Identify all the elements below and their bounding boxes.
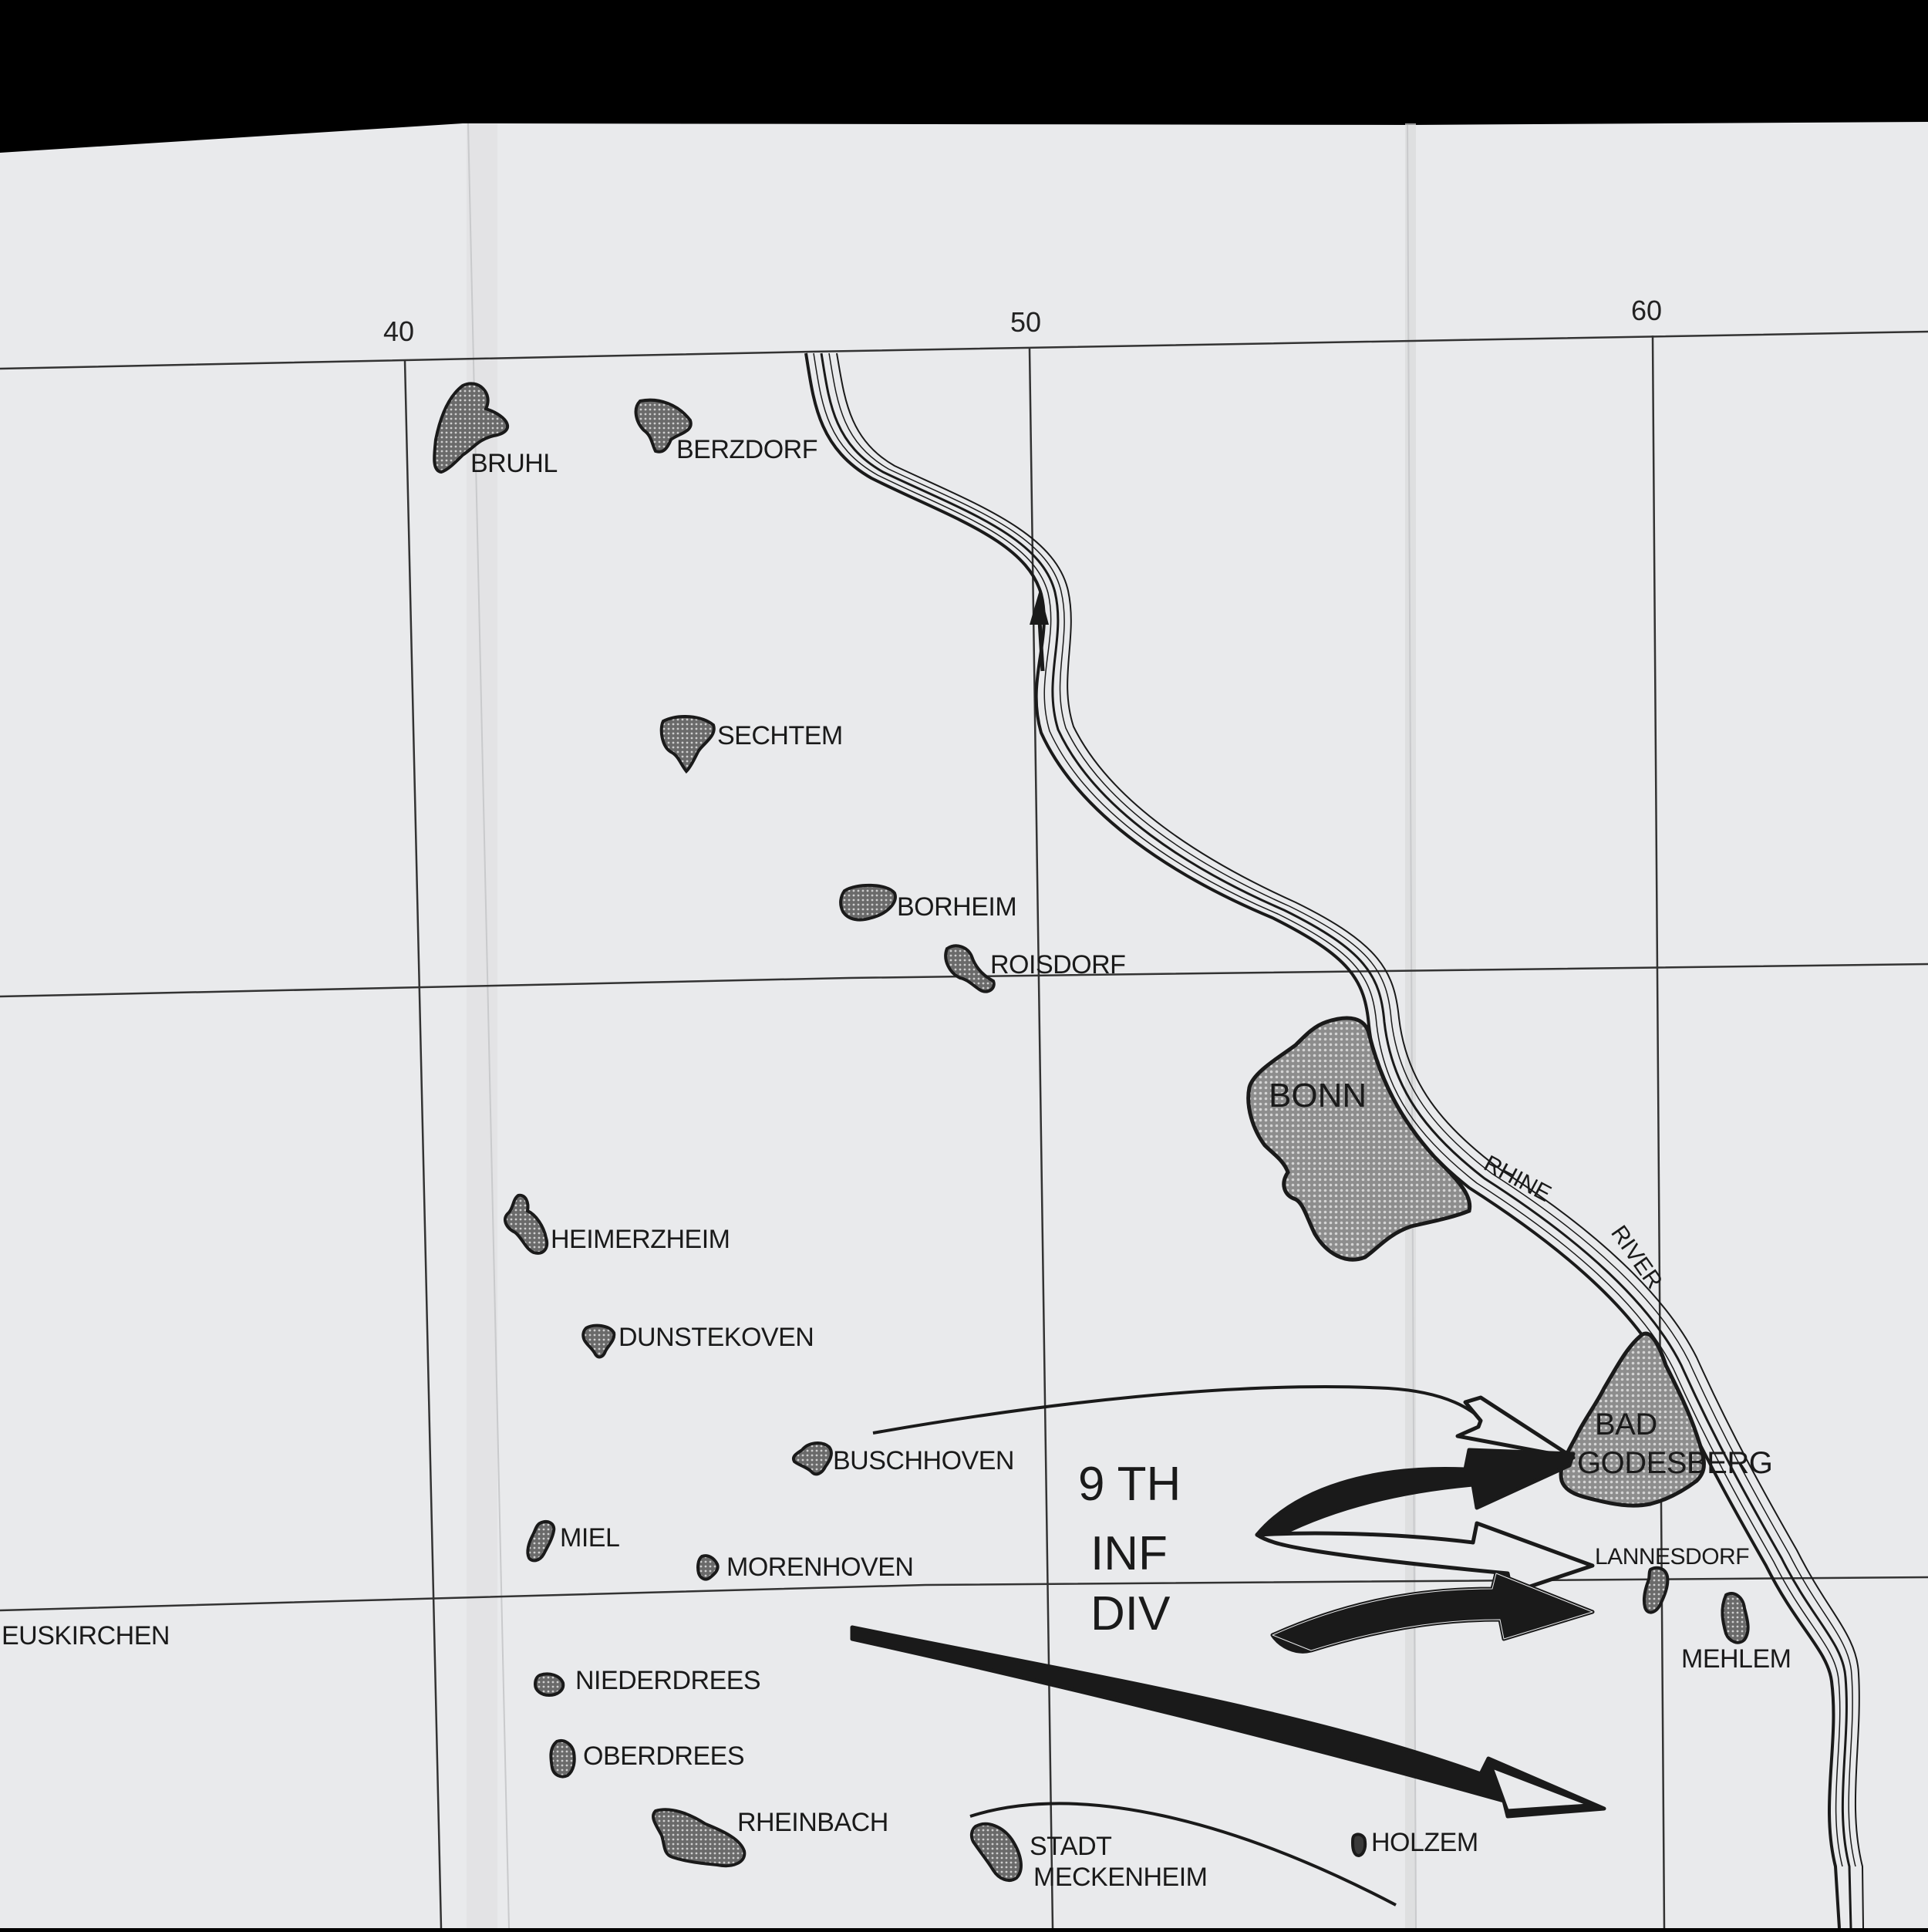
label-meckenheim: MECKENHEIM (1033, 1863, 1207, 1892)
arrow-bottom (850, 1625, 1606, 1819)
label-holzem: HOLZEM (1371, 1828, 1478, 1857)
town-shape-mehlem (1721, 1592, 1750, 1644)
label-miel: MIEL (560, 1523, 619, 1553)
town-shape-niederdrees (533, 1672, 565, 1698)
town-shape-borheim (839, 883, 897, 922)
unit-label-line2: INF (1090, 1527, 1168, 1580)
label-sechtem: SECHTEM (717, 721, 843, 750)
label-bad: BAD (1595, 1408, 1657, 1441)
arrow-middle (1255, 1521, 1595, 1595)
label-berzdorf: BERZDORF (676, 435, 817, 464)
town-shape-buschhoven (792, 1441, 833, 1476)
unit-label: 9 TH INF DIV (1078, 1458, 1181, 1640)
label-oberdrees: OBERDREES (583, 1741, 744, 1771)
label-roisdorf: ROISDORF (990, 950, 1125, 979)
river-flow-arrow (1030, 590, 1049, 625)
grid-line-40 (403, 360, 443, 1929)
grid-line-middle (0, 963, 1928, 998)
label-niederdrees: NIEDERDREES (575, 1666, 760, 1695)
town-shape-sechtem (659, 715, 716, 774)
label-borheim: BORHEIM (897, 892, 1016, 922)
town-shape-bonn (1246, 1016, 1472, 1262)
town-shape-heimerzheim (503, 1193, 549, 1255)
town-shape-rheinbach (652, 1808, 747, 1867)
grid-label-50: 50 (1010, 306, 1041, 338)
grid-line-60 (1651, 335, 1666, 1929)
town-shape-roisdorf (944, 944, 996, 993)
label-rheinbach: RHEINBACH (737, 1808, 888, 1837)
arrow-bottom-inner (1491, 1766, 1590, 1812)
label-bruhl: BRUHL (470, 449, 558, 478)
arrow-lower-outline (1272, 1573, 1593, 1651)
label-stadt: STADT (1030, 1832, 1111, 1861)
label-lannesdorf: LANNESDORF (1595, 1544, 1749, 1570)
town-shape-oberdrees (549, 1739, 576, 1779)
label-godesberg: GODESBERG (1577, 1446, 1772, 1480)
river-flow-shaft (1037, 620, 1045, 672)
town-shape-berzdorf (634, 398, 693, 453)
rhine-river (804, 352, 1864, 1929)
town-shape-dunstekoven (581, 1323, 616, 1359)
town-labels: BRUHL BERZDORF SECHTEM BORHEIM ROISDORF … (2, 435, 1791, 1892)
grid-line-bottom (0, 1576, 1928, 1612)
arrow-upper (1255, 1448, 1576, 1537)
town-shape-bad-godesberg (1559, 1331, 1706, 1508)
town-shape-bruhl (433, 382, 510, 474)
label-bonn: BONN (1269, 1077, 1367, 1114)
unit-label-line3: DIV (1090, 1587, 1171, 1640)
town-shape-miel (526, 1520, 556, 1563)
town-shape-lannesdorf (1642, 1566, 1670, 1614)
town-shape-meckenheim (969, 1822, 1023, 1882)
arrow-head-top (1455, 1395, 1576, 1460)
label-morenhoven: MORENHOVEN (726, 1553, 913, 1582)
town-shape-morenhoven (696, 1554, 720, 1581)
grid-label-40: 40 (383, 315, 414, 347)
label-heimerzheim: HEIMERZHEIM (551, 1225, 730, 1254)
grid-label-60: 60 (1631, 295, 1662, 326)
town-shape-holzem (1350, 1833, 1367, 1858)
grid-line-top (0, 330, 1928, 370)
label-buschhoven: BUSCHHOVEN (833, 1446, 1014, 1475)
attack-arrows (850, 1385, 1606, 1819)
road-curve (969, 1802, 1397, 1907)
label-mehlem: MEHLEM (1681, 1644, 1791, 1674)
unit-label-line1: 9 TH (1078, 1458, 1181, 1511)
label-dunstekoven: DUNSTEKOVEN (619, 1323, 814, 1352)
label-euskirchen: EUSKIRCHEN (2, 1621, 170, 1650)
town-shapes (433, 382, 1750, 1882)
arrow-top-line (872, 1385, 1482, 1435)
